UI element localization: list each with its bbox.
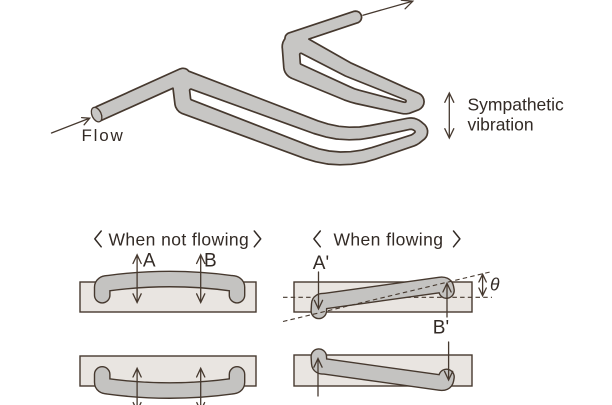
svg-text:A': A'	[313, 253, 329, 274]
svg-text:When flowing: When flowing	[334, 230, 444, 250]
svg-text:A: A	[143, 251, 156, 272]
svg-text:B': B'	[433, 318, 449, 339]
svg-text:θ: θ	[490, 275, 500, 295]
svg-text:Sympathetic: Sympathetic	[468, 95, 565, 115]
svg-text:vibration: vibration	[468, 115, 534, 135]
svg-text:B: B	[204, 251, 217, 272]
svg-text:When not flowing: When not flowing	[109, 230, 250, 250]
svg-text:Flow: Flow	[82, 126, 125, 145]
